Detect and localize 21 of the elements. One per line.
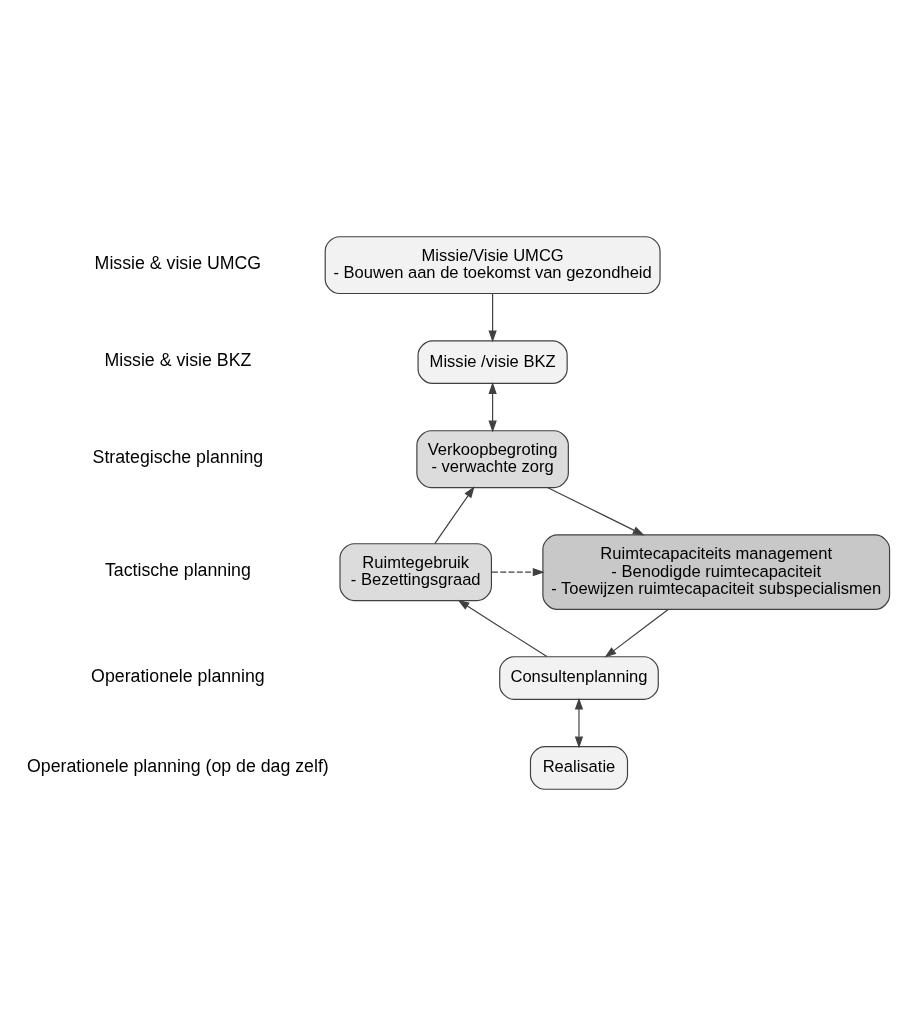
- arrow: [491, 567, 545, 576]
- label: Missie & visie UMCG: [94, 252, 262, 273]
- arrow: [604, 608, 669, 658]
- arrow: [547, 486, 645, 536]
- node-box: Realisatie: [529, 745, 629, 790]
- arrow: [457, 599, 548, 657]
- label: Operationele planning (op de dag zelf): [27, 755, 329, 776]
- node-box: Ruimtecapaciteits management - Benodigde ruimtecapaciteit - Toewijzen ruimtecapaciteit subspecialismen: [542, 533, 891, 610]
- node-box: Missie /visie BKZ: [417, 339, 568, 384]
- node-box: Verkoopbegroting - verwachte zorg: [416, 429, 569, 488]
- label: Strategische planning: [92, 446, 264, 467]
- node-box: Consultenplanning: [499, 655, 659, 700]
- arrow: [488, 292, 497, 342]
- label: Tactische planning: [104, 559, 251, 580]
- arrow: [434, 485, 475, 544]
- arrow: [488, 381, 497, 432]
- node-box: Missie/Visie UMCG - Bouwen aan de toekomst van gezondheid: [324, 235, 661, 294]
- arrow: [574, 697, 584, 748]
- label: Missie & visie BKZ: [104, 349, 252, 370]
- label: Operationele planning: [91, 665, 265, 686]
- node-box: Ruimtegebruik - Bezettingsgraad: [339, 542, 492, 601]
